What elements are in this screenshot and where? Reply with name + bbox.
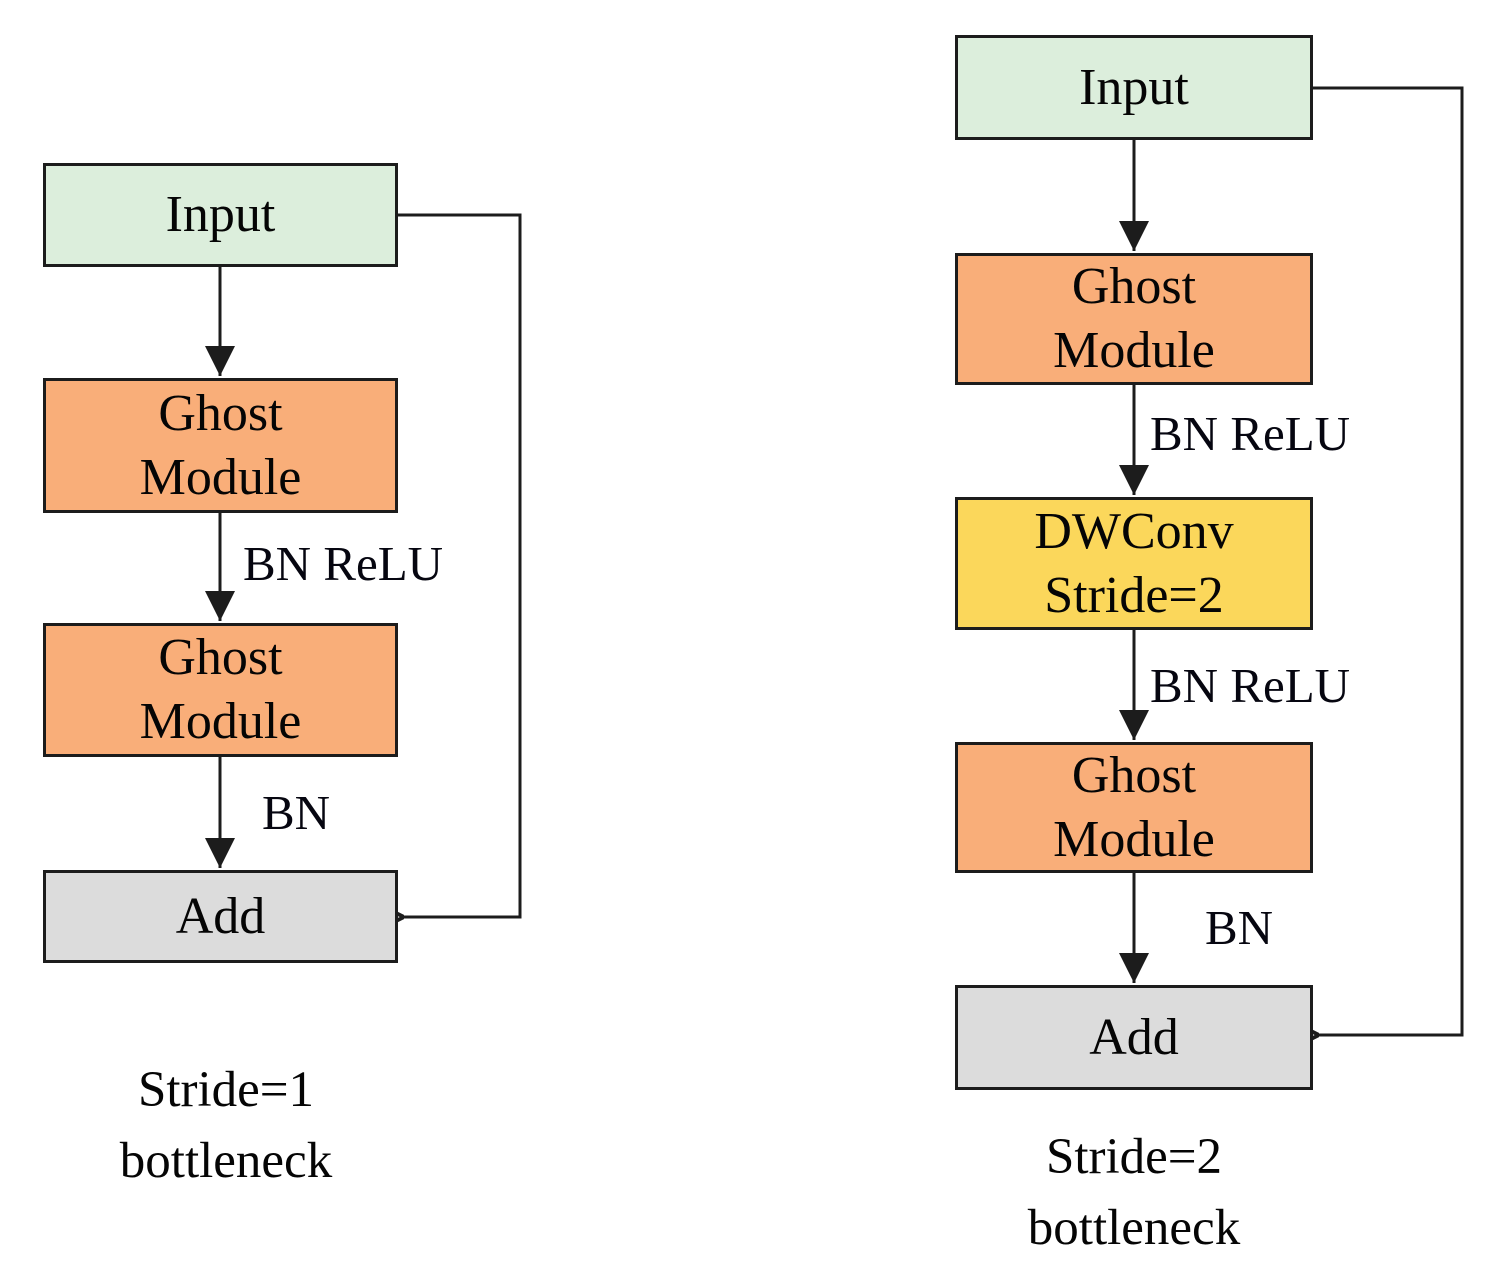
node-ghost-module-2-stride1: Ghost Module	[43, 623, 398, 757]
node-ghost-module-1-stride2: Ghost Module	[955, 253, 1313, 385]
skip-connection-right	[1313, 86, 1464, 1035]
node-ghost-module-1-stride1: Ghost Module	[43, 378, 398, 513]
caption-stride1-bottleneck: Stride=1 bottleneck	[119, 1062, 333, 1189]
node-input-stride1: Input	[43, 163, 398, 267]
edge-label-bn-relu-1-stride2: BN ReLU	[1150, 406, 1351, 461]
node-ghost-module-2-stride2: Ghost Module	[955, 742, 1313, 873]
edge-label-bn-stride2: BN	[1205, 900, 1274, 955]
node-dwconv-stride2: DWConv Stride=2	[955, 497, 1313, 630]
skip-connection-left	[398, 213, 522, 917]
node-input-stride2: Input	[955, 35, 1313, 140]
node-add-stride1: Add	[43, 870, 398, 963]
edge-label-bn-relu-stride1: BN ReLU	[243, 536, 444, 591]
node-add-stride2: Add	[955, 985, 1313, 1090]
edge-label-bn-relu-2-stride2: BN ReLU	[1150, 658, 1351, 713]
edge-label-bn-stride1: BN	[262, 785, 331, 840]
caption-stride2-bottleneck: Stride=2 bottleneck	[1027, 1129, 1241, 1256]
